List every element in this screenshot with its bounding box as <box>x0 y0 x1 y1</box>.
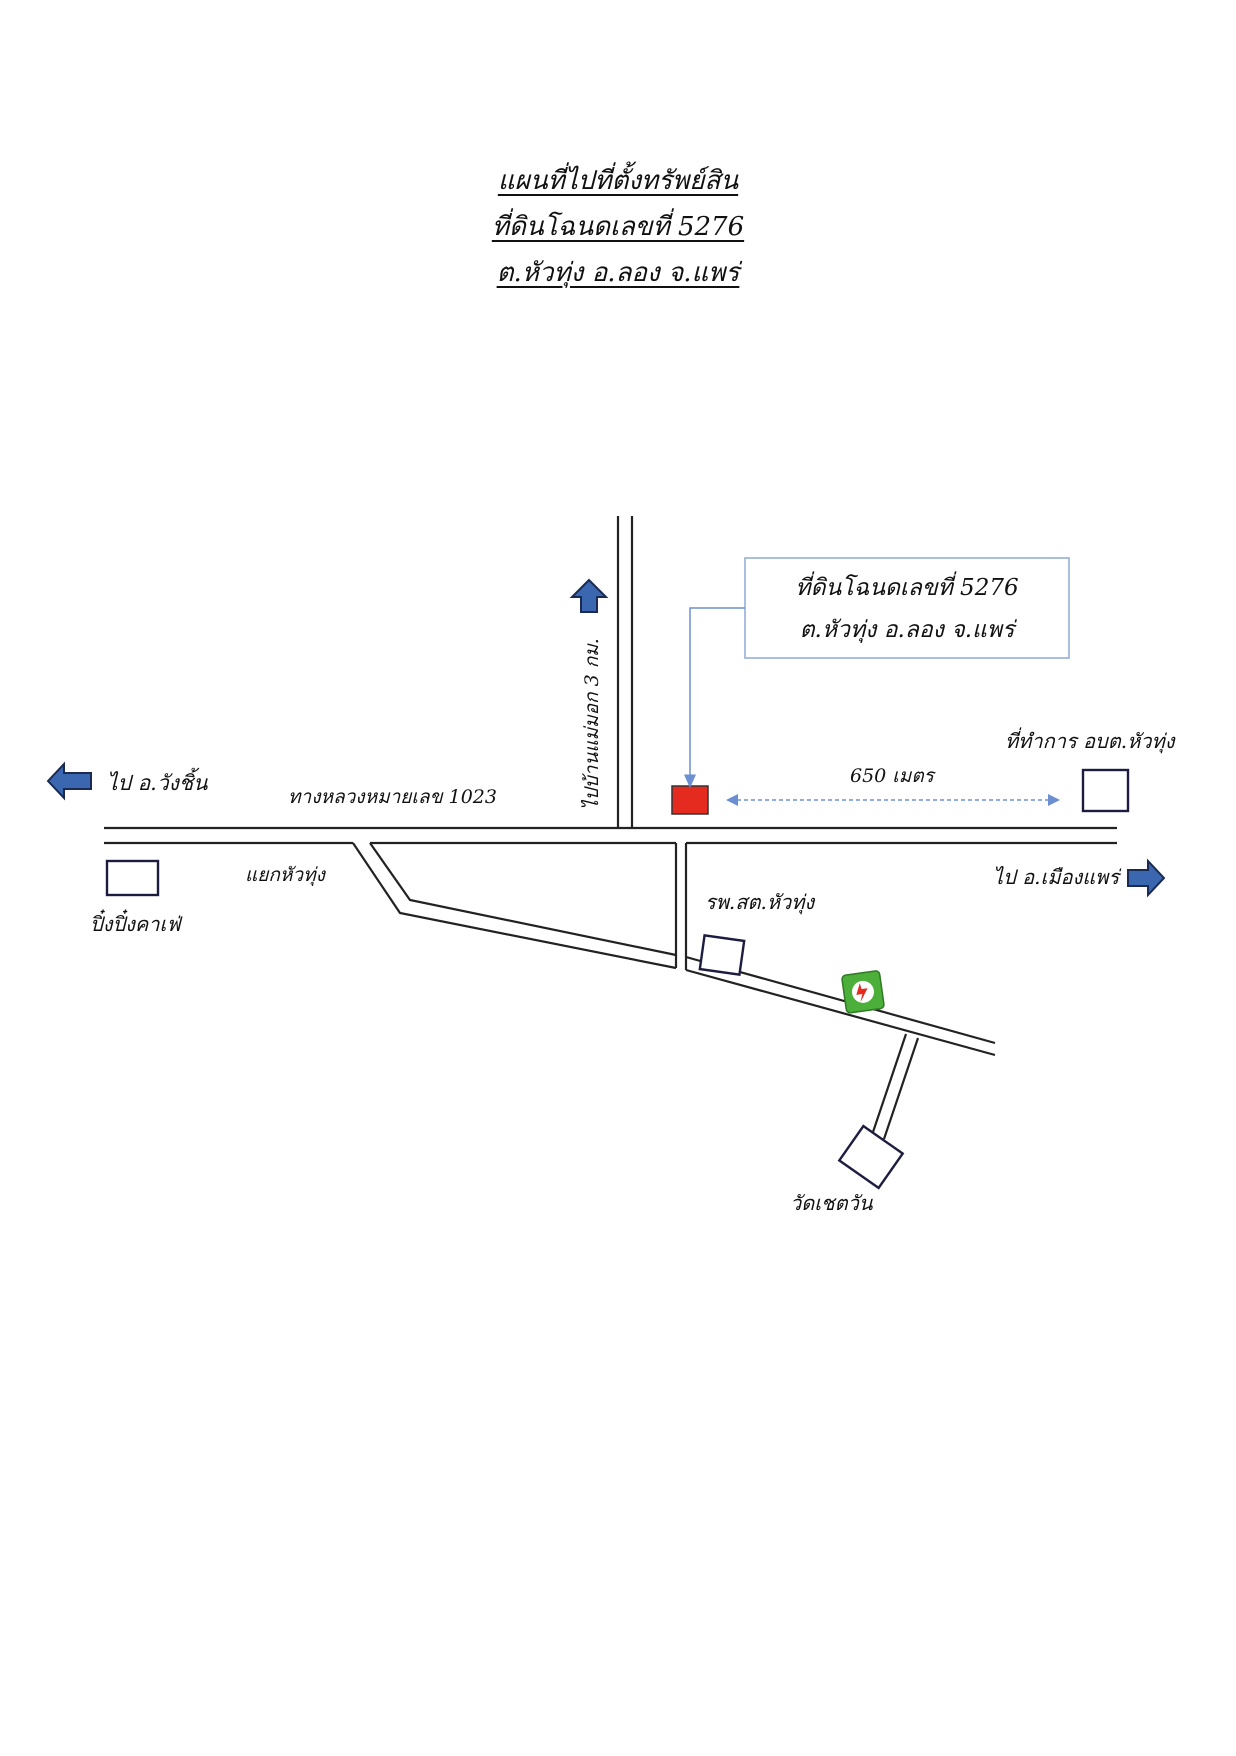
landmarks <box>105 768 1130 1190</box>
arrow-west-icon <box>46 761 92 801</box>
callout-box <box>744 557 1070 659</box>
label-cafe: ปิ๋งปิ๋งคาเฟ่ <box>90 909 183 936</box>
callout-line-2: ต.หัวทุ่ง อ.ลอง จ.แพร่ <box>800 617 1018 643</box>
arrow-north-icon <box>569 578 609 613</box>
label-temple: วัดเชตวัน <box>790 1191 874 1215</box>
label-distance: 650 เมตร <box>850 765 937 787</box>
temple-road-west-edge <box>870 1033 908 1136</box>
map-title-line-2: ที่ดินโฉนดเลขที่ 5276 <box>491 212 745 242</box>
gas-station-icon <box>841 970 885 1014</box>
map-title-line-1: แผนที่ไปที่ตั้งทรัพย์สิน <box>497 166 739 196</box>
lower-road-south-edge <box>685 968 996 1057</box>
label-to-wang-chin: ไป อ.วังชิ้น <box>107 767 208 795</box>
sao-office-building <box>1081 768 1130 813</box>
label-highway: ทางหลวงหมายเลข 1023 <box>288 786 497 808</box>
arrow-east-icon <box>1127 858 1166 898</box>
health-hospital-building <box>698 934 746 976</box>
roads <box>104 516 1117 1140</box>
plot-marker <box>671 785 709 815</box>
cafe-building <box>105 859 160 897</box>
label-to-ban-mae-mok: ไปบ้านแม่มอก 3 กม. <box>580 638 603 810</box>
label-to-mueang-phrae: ไป อ.เมืองแพร่ <box>993 865 1122 889</box>
map-title-line-3: ต.หัวทุ่ง อ.ลอง จ.แพร่ <box>496 258 740 288</box>
temple-building <box>837 1124 905 1190</box>
label-health-hospital: รพ.สต.หัวทุ่ง <box>705 890 815 915</box>
diagonal-road-inner-edge <box>369 842 677 957</box>
temple-road-east-edge <box>882 1037 920 1140</box>
distance-arrow-east-icon <box>1048 794 1060 806</box>
distance-arrow-west-icon <box>726 794 738 806</box>
label-sao-office: ที่ทำการ อบต.หัวทุ่ง <box>1005 727 1176 754</box>
callout-line-1: ที่ดินโฉนดเลขที่ 5276 <box>795 571 1018 601</box>
diagonal-road-outer-edge <box>352 842 677 970</box>
callout-pointer <box>684 607 745 788</box>
label-junction: แยกหัวทุ่ง <box>245 864 327 886</box>
